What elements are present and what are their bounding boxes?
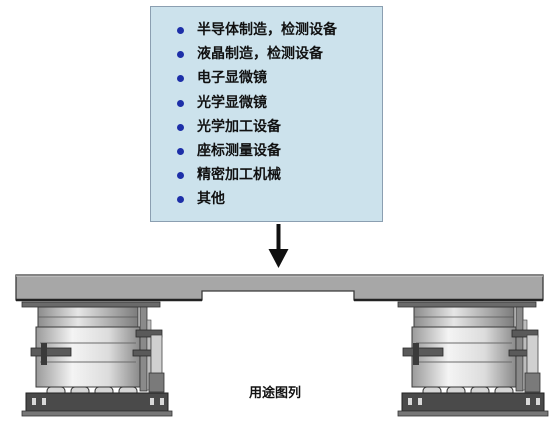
bullet-icon [177, 172, 184, 180]
diagram-caption: 用途图列 [248, 386, 301, 401]
usage-item-optical-microscope: 光学显微镜 [177, 91, 382, 115]
bullet-icon [177, 123, 184, 131]
usage-item-label: 光学加工设备 [197, 118, 281, 135]
bullet-icon [177, 27, 184, 34]
usage-item-other: 其他 [177, 187, 382, 211]
bullet-icon [177, 99, 184, 107]
usage-item-label: 光学显微镜 [197, 94, 267, 111]
isolator-right [397, 301, 549, 417]
usage-item-label: 半导体制造，检测设备 [197, 22, 337, 38]
usage-examples-box: 半导体制造，检测设备 液晶制造，检测设备 电子显微镜 光学显微镜 光学加工设备 … [150, 6, 383, 222]
usage-item-label: 其他 [197, 191, 225, 208]
usage-item-label: 座标测量设备 [197, 142, 281, 159]
usage-item-label: 电子显微镜 [197, 70, 267, 87]
bullet-icon [177, 51, 184, 59]
platform-top [15, 274, 544, 302]
usage-item-lcd: 液晶制造，检测设备 [177, 42, 382, 66]
usage-item-semiconductor: 半导体制造，检测设备 [177, 18, 382, 42]
arrow-down-icon [268, 224, 289, 268]
usage-item-label: 精密加工机械 [197, 167, 281, 184]
bullet-icon [177, 75, 184, 83]
usage-item-electron-microscope: 电子显微镜 [177, 66, 382, 90]
usage-item-optical-processing: 光学加工设备 [177, 115, 382, 139]
usage-item-label: 液晶制造，检测设备 [197, 46, 323, 63]
usage-item-precision-machining: 精密加工机械 [177, 163, 382, 187]
isolator-left [21, 301, 173, 417]
bullet-icon [177, 147, 184, 155]
bullet-icon [177, 196, 184, 204]
usage-list: 半导体制造，检测设备 液晶制造，检测设备 电子显微镜 光学显微镜 光学加工设备 … [151, 7, 382, 212]
usage-item-coordinate-measuring: 座标测量设备 [177, 139, 382, 163]
